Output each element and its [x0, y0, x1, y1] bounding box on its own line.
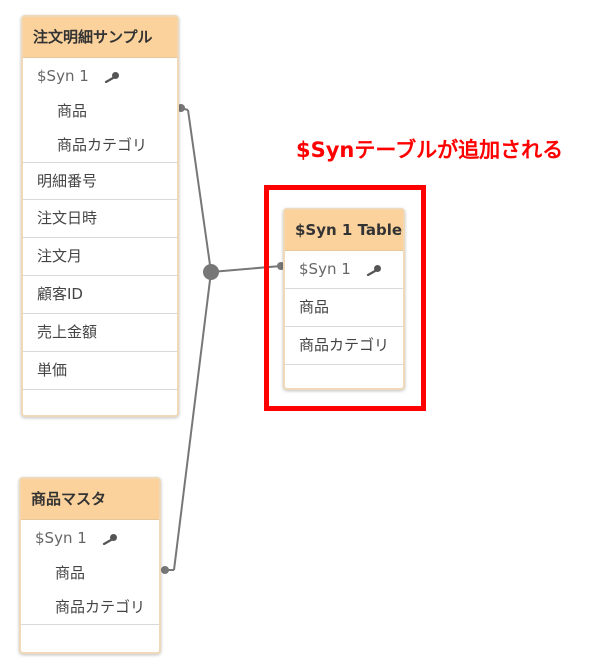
field-label: 商品: [299, 298, 330, 316]
annotation-text: $Synテーブルが追加される: [296, 138, 564, 162]
field-label: 注文日時: [37, 209, 98, 227]
field-row[interactable]: 顧客ID: [23, 275, 177, 313]
highlight-box: [264, 185, 426, 411]
link-segment: [173, 271, 212, 571]
field-row[interactable]: 商品カテゴリ: [23, 128, 177, 162]
key-icon: [366, 264, 381, 276]
field-label: $Syn 1: [35, 529, 87, 547]
field-row[interactable]: 注文日時: [23, 199, 177, 237]
syn-key-field[interactable]: $Syn 1: [23, 58, 177, 94]
field-row[interactable]: 商品カテゴリ: [285, 326, 403, 364]
field-label: 商品カテゴリ: [55, 598, 146, 616]
field-row[interactable]: 単価: [23, 351, 177, 389]
empty-row: [21, 624, 159, 651]
field-label: 注文月: [37, 247, 83, 265]
order-detail-table[interactable]: 注文明細サンプル $Syn 1 商品 商品カテゴリ 明細番号 注文日時 注文月 …: [21, 15, 179, 417]
field-label: 顧客ID: [37, 285, 83, 303]
link-junction-node[interactable]: [203, 264, 219, 280]
empty-row: [285, 364, 403, 389]
link-segment: [210, 265, 282, 273]
link-endpoint: [177, 104, 185, 112]
link-segment: [187, 109, 212, 273]
field-label: 明細番号: [37, 172, 98, 190]
field-row[interactable]: 商品: [23, 94, 177, 128]
key-icon: [104, 71, 119, 83]
field-label: $Syn 1: [299, 260, 351, 278]
field-label: $Syn 1: [37, 67, 89, 85]
syn-key-field[interactable]: $Syn 1: [21, 520, 159, 556]
key-icon: [102, 533, 117, 545]
table-title[interactable]: 注文明細サンプル: [23, 17, 177, 58]
field-label: 商品カテゴリ: [299, 336, 390, 354]
link-endpoint: [161, 566, 169, 574]
syn-key-field[interactable]: $Syn 1: [285, 251, 403, 288]
field-label: 売上金額: [37, 323, 98, 341]
field-row[interactable]: 商品: [285, 288, 403, 326]
field-label: 商品カテゴリ: [57, 136, 148, 154]
syn-table[interactable]: $Syn 1 Table $Syn 1 商品 商品カテゴリ: [283, 208, 405, 390]
field-row[interactable]: 商品: [21, 556, 159, 590]
field-row[interactable]: 売上金額: [23, 313, 177, 351]
field-row[interactable]: 注文月: [23, 237, 177, 275]
field-label: 商品: [55, 564, 86, 582]
empty-row: [23, 389, 177, 414]
table-title[interactable]: $Syn 1 Table: [285, 210, 403, 251]
field-label: 単価: [37, 361, 68, 379]
product-master-table[interactable]: 商品マスタ $Syn 1 商品 商品カテゴリ: [19, 477, 161, 654]
field-row[interactable]: 明細番号: [23, 162, 177, 199]
table-title[interactable]: 商品マスタ: [21, 479, 159, 520]
field-row[interactable]: 商品カテゴリ: [21, 590, 159, 624]
field-label: 商品: [57, 102, 88, 120]
